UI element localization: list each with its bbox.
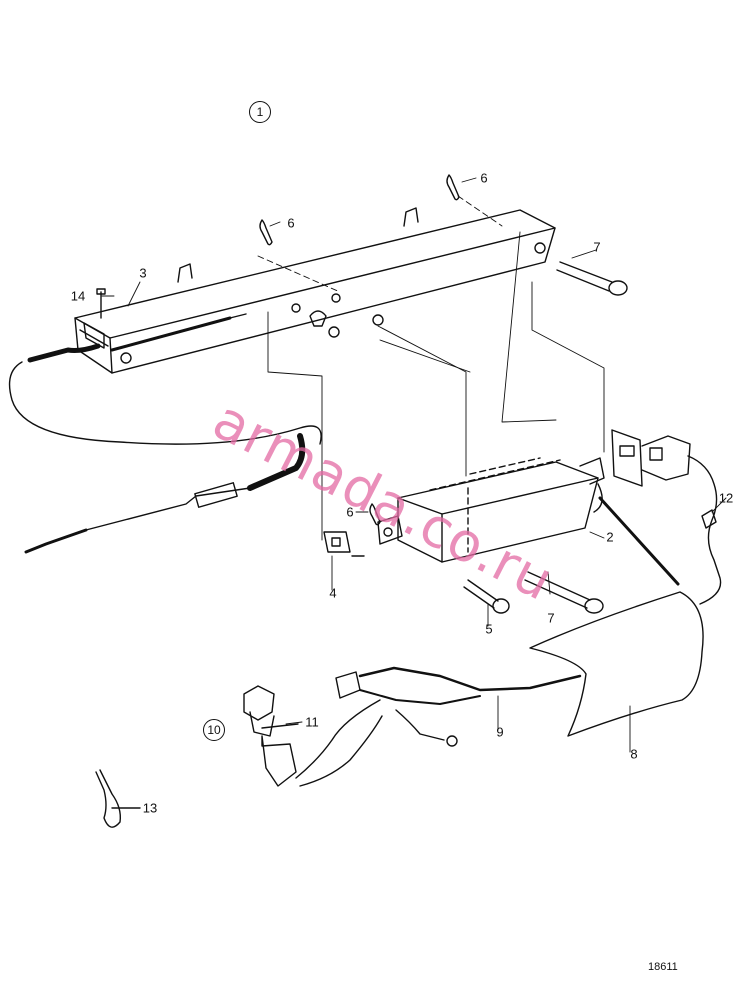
callout-13: 13	[142, 800, 158, 816]
group-marker-10: 10	[203, 719, 225, 741]
bolt-14	[96, 288, 106, 319]
callout-2: 2	[606, 529, 614, 545]
callout-7-upper: 7	[593, 239, 601, 255]
callout-12: 12	[718, 490, 734, 506]
callout-14: 14	[70, 288, 86, 304]
cotter-pin-upper-left	[259, 219, 273, 246]
connector-11	[243, 685, 299, 787]
leader-lines	[257, 195, 605, 541]
strap-13	[95, 769, 141, 828]
clevis-pin-upper	[556, 261, 628, 296]
cable-clip-12	[701, 509, 717, 529]
callout-3: 3	[139, 265, 147, 281]
callout-7-lower: 7	[547, 610, 555, 626]
clip-4	[323, 531, 365, 557]
connector-upper-right	[611, 429, 722, 605]
callout-11: 11	[305, 714, 319, 730]
mounting-rail	[74, 207, 556, 374]
callout-leaders	[101, 177, 727, 753]
callout-6-left: 6	[287, 215, 295, 231]
callout-5: 5	[485, 621, 493, 637]
group-marker-1: 1	[249, 101, 271, 123]
figure-number: 18611	[648, 961, 678, 973]
callout-8: 8	[630, 746, 638, 762]
callout-6-right: 6	[480, 170, 488, 186]
callout-6-mid: 6	[346, 504, 354, 520]
protective-cover	[529, 496, 704, 737]
bolt-5	[463, 579, 510, 614]
throttle-cable	[8, 313, 322, 554]
actuator-unit	[377, 457, 605, 563]
callout-4: 4	[329, 585, 337, 601]
clevis-pin-lower	[524, 571, 604, 614]
callout-9: 9	[496, 724, 504, 740]
wiring-harness	[295, 666, 582, 787]
cotter-pin-upper-right	[446, 174, 460, 201]
